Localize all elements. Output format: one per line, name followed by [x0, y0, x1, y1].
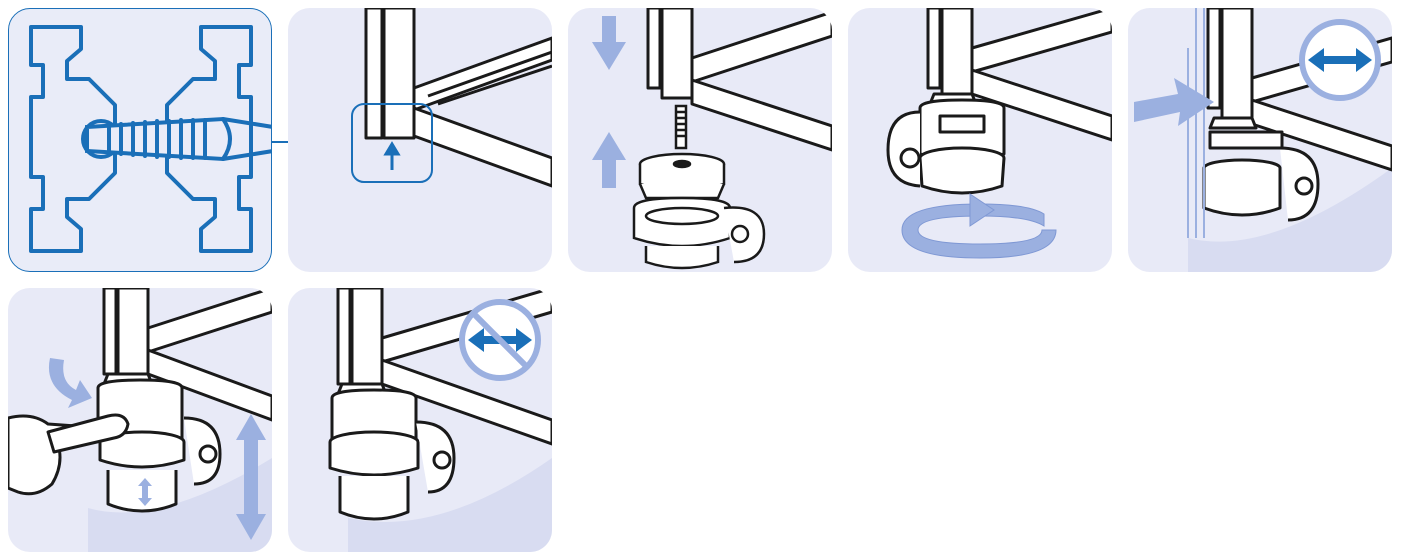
step-panel-4: [848, 8, 1112, 272]
caster-level-wrench-icon: [8, 288, 272, 552]
caster-move-allowed-icon: [1128, 8, 1392, 272]
step-panel-2: [288, 8, 552, 272]
step-panel-1: [8, 8, 272, 272]
step-panel-3: [568, 8, 832, 272]
step-panel-5: [1128, 8, 1392, 272]
step-panel-7: [288, 288, 552, 552]
frame-corner-detail-icon: [288, 8, 552, 272]
caster-move-blocked-icon: [288, 288, 552, 552]
profile-slot-insert-icon: [9, 9, 272, 272]
step-panel-6: [8, 288, 272, 552]
caster-rotate-icon: [848, 8, 1112, 272]
caster-screw-in-icon: [568, 8, 832, 272]
